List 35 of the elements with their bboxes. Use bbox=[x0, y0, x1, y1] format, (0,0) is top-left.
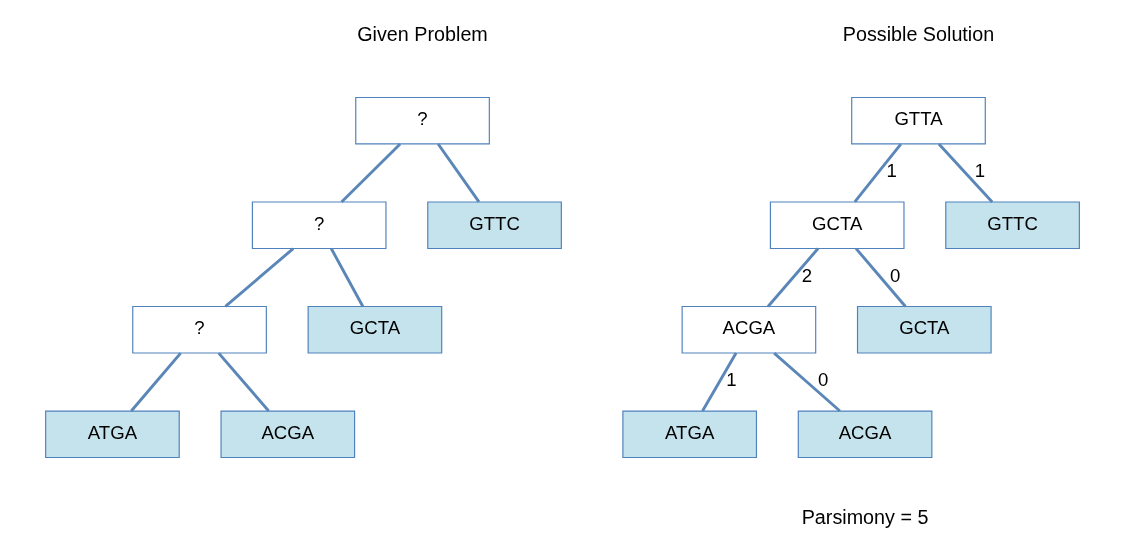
node-box: ATGA bbox=[622, 410, 758, 459]
node-box: ACGA bbox=[681, 305, 817, 354]
edge-label: 1 bbox=[726, 369, 737, 391]
connector bbox=[217, 352, 270, 412]
edge-label: 1 bbox=[886, 160, 897, 182]
connector bbox=[701, 352, 738, 412]
label: Parsimony = 5 bbox=[801, 505, 929, 528]
connector bbox=[853, 143, 902, 203]
edge-label: 0 bbox=[818, 369, 829, 391]
edge-label: 0 bbox=[890, 264, 901, 286]
node-box: ? bbox=[355, 96, 490, 145]
connector bbox=[773, 352, 841, 413]
connector bbox=[224, 247, 295, 308]
label: Given Problem bbox=[357, 22, 488, 45]
node-box: ? bbox=[132, 305, 267, 354]
connector bbox=[436, 143, 481, 203]
edge-label: 1 bbox=[974, 160, 986, 182]
node-box: GTTC bbox=[945, 201, 1080, 250]
connector bbox=[937, 143, 994, 203]
connector bbox=[854, 247, 907, 308]
node-box: GCTA bbox=[856, 305, 992, 354]
node-box: GCTA bbox=[307, 305, 443, 354]
label: Possible Solution bbox=[842, 22, 995, 45]
node-box: GCTA bbox=[769, 201, 905, 250]
connector bbox=[130, 352, 182, 412]
node-box: ACGA bbox=[220, 410, 356, 459]
node-box: GTTC bbox=[427, 201, 562, 250]
node-box: ACGA bbox=[797, 410, 933, 459]
connector bbox=[340, 143, 402, 203]
connector bbox=[766, 247, 820, 308]
edge-label: 2 bbox=[801, 264, 813, 286]
connector bbox=[330, 247, 365, 308]
node-box: ATGA bbox=[45, 410, 180, 459]
node-box: GTTA bbox=[851, 96, 986, 145]
node-box: ? bbox=[251, 201, 387, 250]
